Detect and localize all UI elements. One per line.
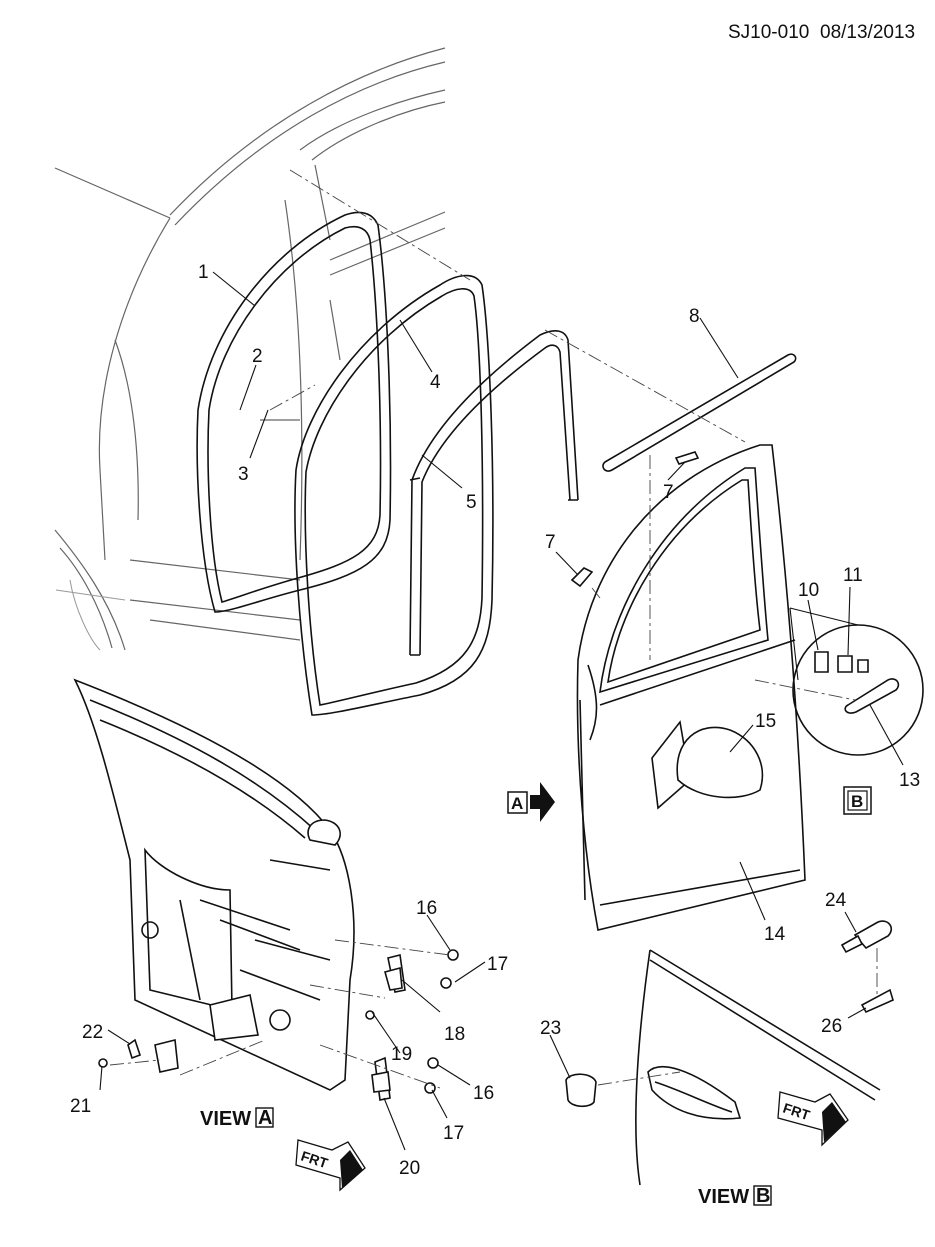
outside-handle (844, 678, 900, 714)
callout-4: 4 (430, 372, 441, 393)
view-a-prefix: VIEW (200, 1108, 251, 1130)
hinge-bolt-lower (427, 1057, 439, 1069)
view-b-marker: B (843, 786, 872, 815)
callout-21: 21 (70, 1096, 91, 1117)
front-arrow-icon: FRT (295, 1139, 366, 1192)
callout-15: 15 (755, 711, 776, 732)
callout-24: 24 (825, 890, 847, 911)
remote-key (840, 920, 893, 954)
check-link-nut (127, 1038, 142, 1060)
belt-molding (602, 353, 797, 472)
callout-11: 11 (843, 565, 863, 586)
check-link-bolt (98, 1058, 108, 1068)
door-inner-panel (73, 678, 355, 1091)
callout-16-lower: 16 (473, 1083, 494, 1104)
hinge-bolt-upper (447, 949, 459, 961)
view-a-letter: A (258, 1107, 272, 1129)
callout-13: 13 (899, 770, 920, 791)
view-b-title: VIEW B (698, 1185, 772, 1208)
callout-10: 10 (798, 580, 819, 601)
view-a-title: VIEW A (200, 1107, 274, 1130)
view-b-prefix: VIEW (698, 1186, 749, 1208)
door-window-channel (409, 330, 579, 656)
callout-3: 3 (238, 464, 249, 485)
view-a-marker-letter: A (511, 794, 523, 813)
outside-mirror (651, 720, 764, 810)
callout-18: 18 (444, 1024, 465, 1045)
view-b-marker-letter: B (851, 792, 863, 811)
callout-17-upper: 17 (487, 954, 508, 975)
callout-7-upper: 7 (663, 482, 674, 503)
front-arrow-icon: FRT (777, 1091, 849, 1147)
view-b-door (635, 949, 881, 1186)
leader-lines (99, 271, 904, 1151)
direction-arrow-icon (530, 782, 555, 822)
callout-22: 22 (82, 1022, 103, 1043)
callout-20: 20 (399, 1158, 420, 1179)
callout-5: 5 (466, 492, 477, 513)
callout-26: 26 (821, 1016, 842, 1037)
vehicle-body-outline (54, 47, 446, 651)
callout-19: 19 (391, 1044, 412, 1065)
view-b-letter: B (756, 1185, 770, 1207)
assembly-guidelines (109, 169, 878, 1089)
hinge-nut-upper (440, 977, 452, 989)
callout-17-lower: 17 (443, 1123, 464, 1144)
diagram-id: SJ10-010 (728, 22, 809, 43)
key-fob-bracket (860, 988, 894, 1014)
view-a-marker: A (507, 782, 555, 822)
diagram-date: 08/13/2013 (820, 22, 915, 43)
door-pad-lower (570, 567, 594, 588)
callout-1: 1 (198, 262, 209, 283)
detail-b-circle (792, 624, 924, 756)
hinge-nut-lower (424, 1082, 436, 1094)
door-weatherstrip-outer (294, 274, 494, 716)
lock-cylinder (565, 1073, 597, 1108)
callout-8: 8 (689, 306, 700, 327)
check-link (154, 1039, 179, 1073)
handle-cap (837, 655, 853, 673)
hinge-upper (384, 954, 406, 993)
door-opening-weatherstrip (196, 211, 392, 613)
handle-bracket (814, 651, 829, 673)
callout-2: 2 (252, 346, 263, 367)
callout-16-upper: 16 (416, 898, 437, 919)
callout-23: 23 (540, 1018, 561, 1039)
front-door-shell (576, 444, 806, 931)
door-pad-upper (674, 451, 700, 465)
callout-14: 14 (764, 924, 786, 945)
callout-7-lower: 7 (545, 532, 556, 553)
